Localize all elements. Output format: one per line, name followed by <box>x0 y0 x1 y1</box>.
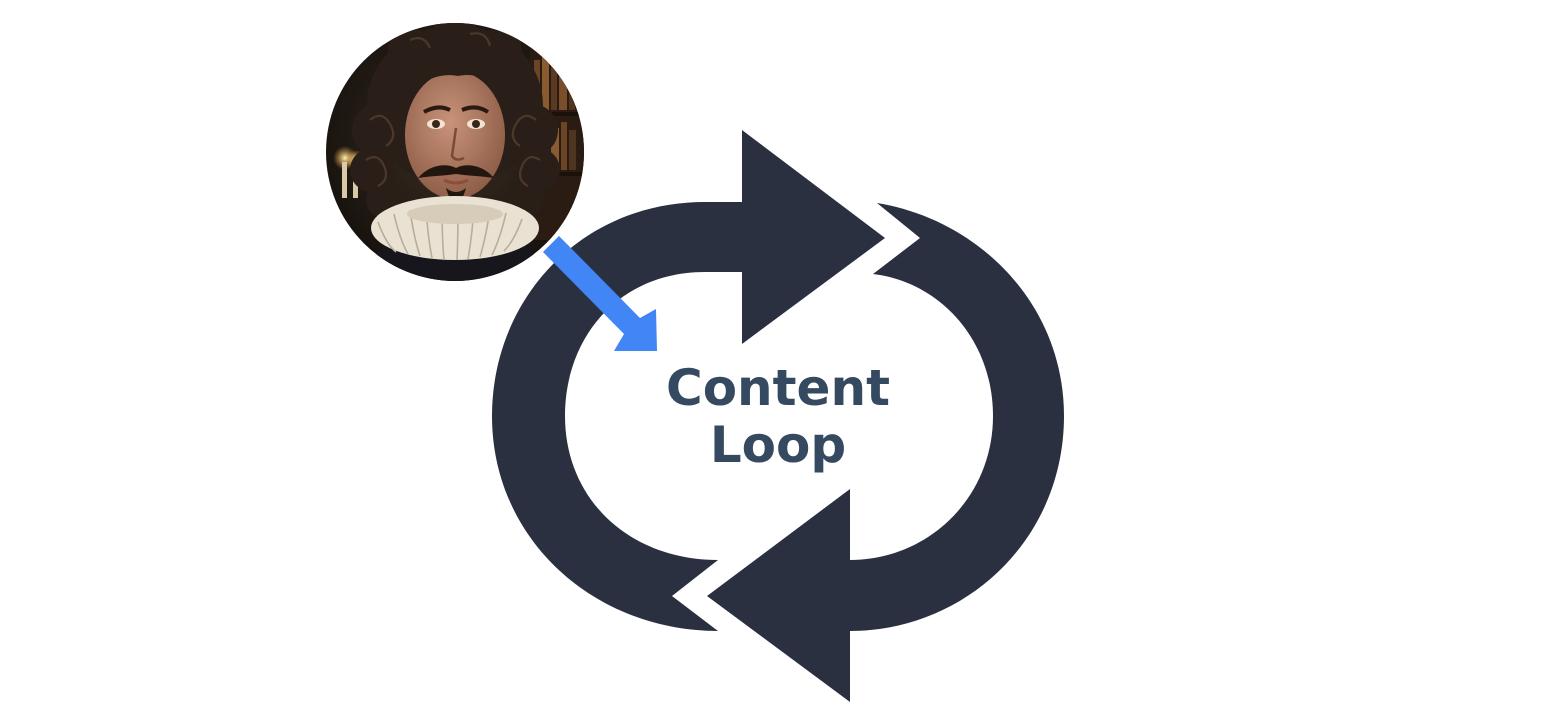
loop-label-line: Loop <box>710 416 846 474</box>
mustache <box>418 165 494 178</box>
arrow-down-right-icon <box>543 236 657 351</box>
loop-label-line: Content <box>666 359 890 417</box>
loop-label: Content Loop <box>666 359 890 474</box>
loop-bottom-arrow <box>707 203 1064 702</box>
loop-top-arrow <box>492 130 885 631</box>
ruff-collar <box>371 196 539 261</box>
cycle-arrows-icon <box>492 130 1064 702</box>
